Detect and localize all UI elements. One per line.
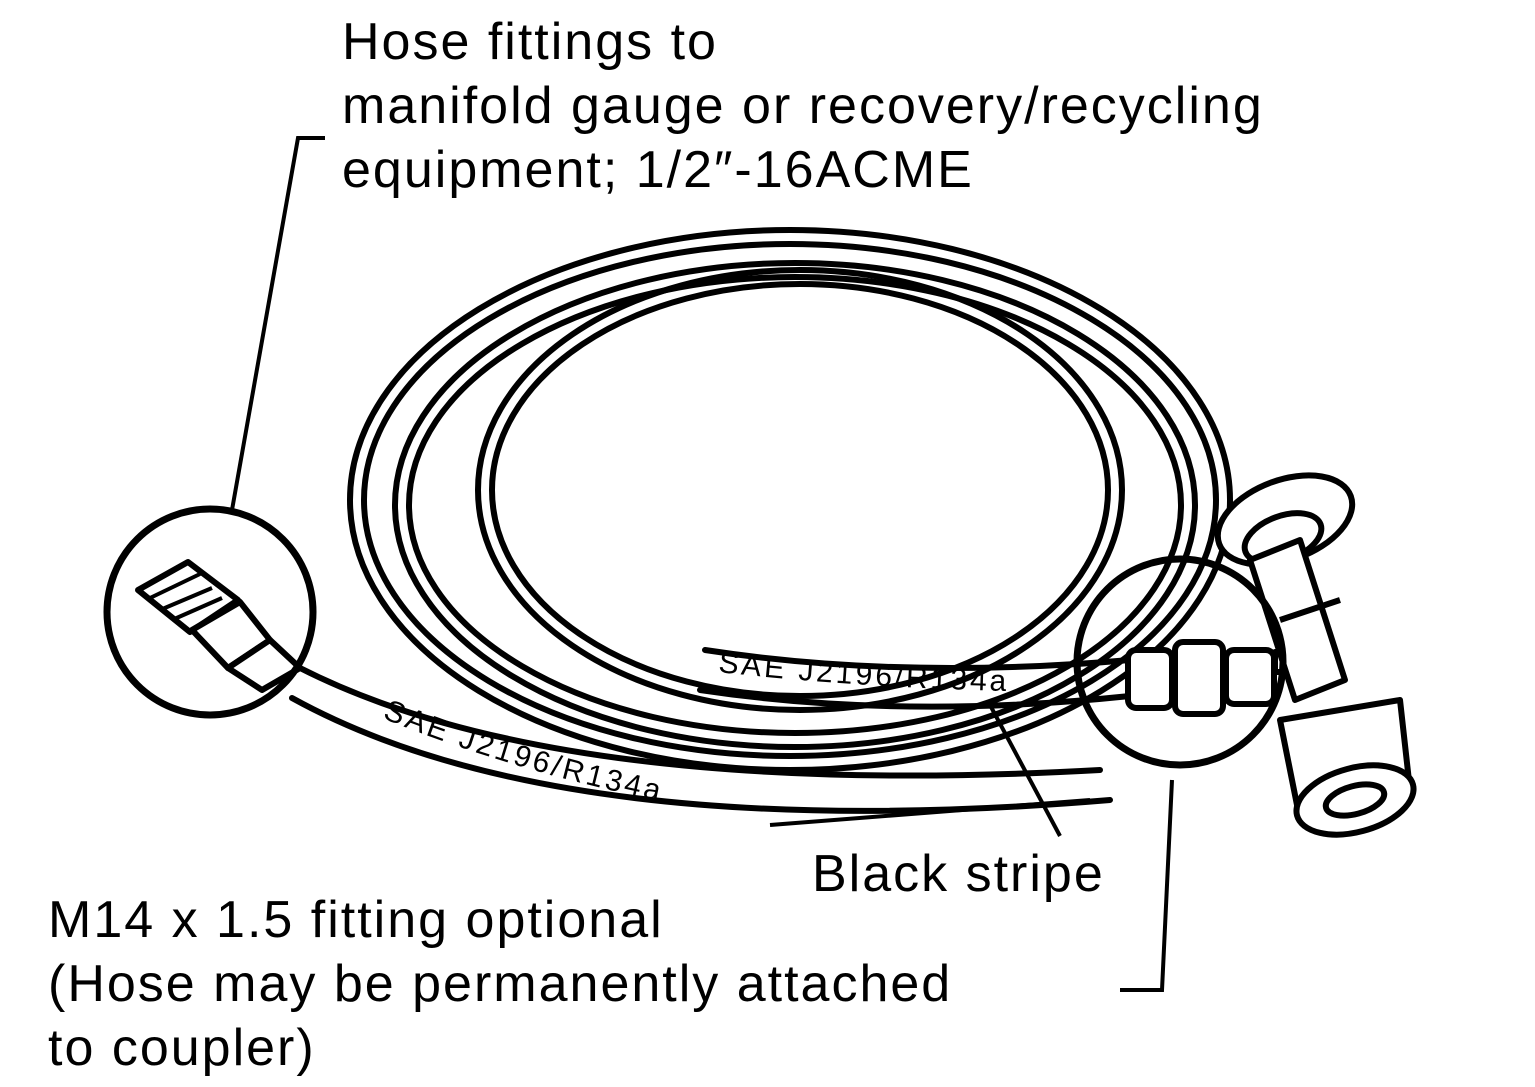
hose-fittings-label-line-2: manifold gauge or recovery/recycling	[342, 77, 1264, 135]
m14-fitting-label-line-1: M14 x 1.5 fitting optional	[48, 891, 664, 949]
hose-upper-run	[697, 647, 1133, 710]
quick-coupler	[1214, 472, 1417, 838]
hose-fittings-label-line-1: Hose fittings to	[342, 13, 718, 71]
hose-marking-upper: SAE J2196/R134a	[717, 646, 1010, 698]
m14-fitting-label: M14 x 1.5 fitting optional (Hose may be …	[48, 888, 952, 1080]
left-detail-circle	[103, 505, 317, 719]
hose-loop-inner	[475, 267, 1125, 713]
hose-loop-outer-inner-edge	[361, 241, 1219, 759]
hose-loop-outer	[347, 227, 1233, 773]
hose-fittings-label: Hose fittings to manifold gauge or recov…	[342, 10, 1264, 202]
right-detail-circle	[1073, 555, 1287, 769]
leader-line-black-stripe	[988, 704, 1062, 837]
hose-fittings-label-line-3: equipment; 1/2″-16ACME	[342, 141, 974, 199]
hose-stripe-tick	[769, 798, 1091, 827]
m14-fitting-label-line-3: to coupler)	[48, 1019, 316, 1077]
right-hose-fitting	[1125, 639, 1292, 717]
leader-line-m14-fitting	[1120, 779, 1174, 992]
leader-line-hose-fittings	[230, 136, 325, 511]
hose-loop-inner-inner-edge	[489, 281, 1111, 699]
hose-coil	[347, 227, 1233, 773]
m14-fitting-label-line-2: (Hose may be permanently attached	[48, 955, 953, 1013]
hose-loop-middle-inner-edge	[406, 274, 1184, 736]
black-stripe-label: Black stripe	[812, 845, 1105, 903]
left-fitting	[135, 559, 303, 693]
hose-loop-middle	[392, 260, 1198, 750]
